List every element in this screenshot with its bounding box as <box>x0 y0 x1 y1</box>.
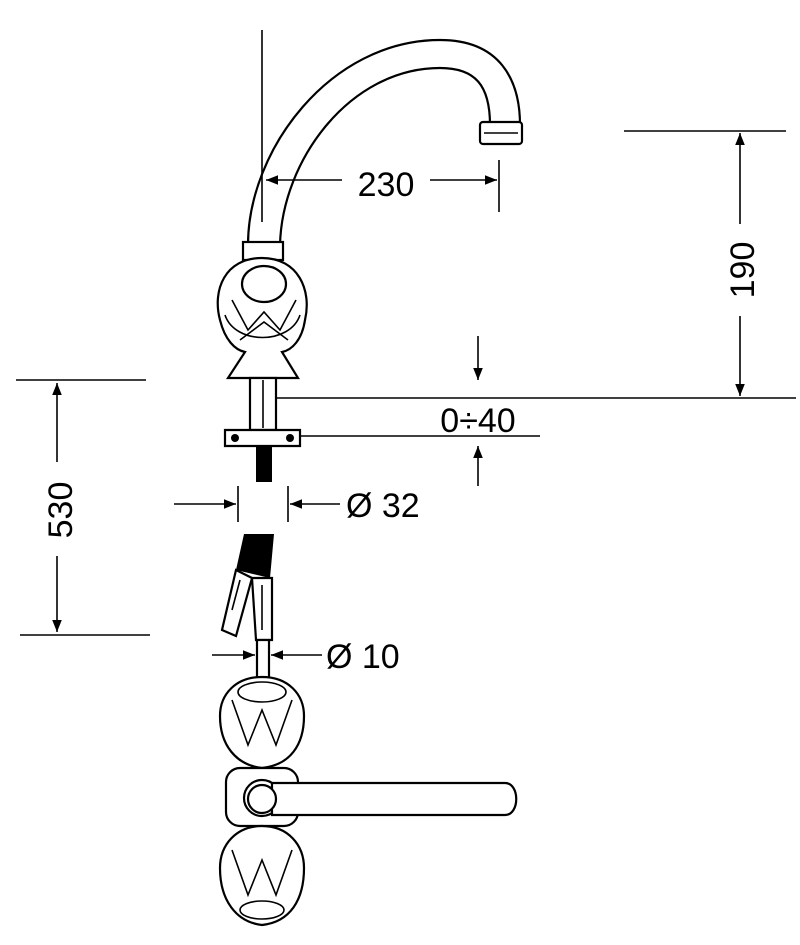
dimension-d10: Ø 10 <box>212 638 400 676</box>
lower-valve-housing <box>218 675 518 927</box>
dimension-label-230: 230 <box>358 166 415 204</box>
dimension-label-530: 530 <box>42 482 80 539</box>
dimension-0-40: 0÷40 <box>276 336 796 486</box>
dimension-label-190: 190 <box>724 242 762 299</box>
dimension-label-d32: Ø 32 <box>346 487 420 525</box>
supply-hoses <box>220 534 274 682</box>
dimension-d32: Ø 32 <box>174 486 420 525</box>
dimension-190: 190 <box>624 130 786 396</box>
shank-and-nut <box>223 376 302 482</box>
dimension-230: 230 <box>261 30 500 222</box>
dimension-530: 530 <box>16 379 150 636</box>
spout <box>246 38 524 247</box>
dimension-label-d10: Ø 10 <box>326 638 400 676</box>
faucet-body <box>216 240 308 380</box>
dimension-label-0-40: 0÷40 <box>440 402 515 440</box>
